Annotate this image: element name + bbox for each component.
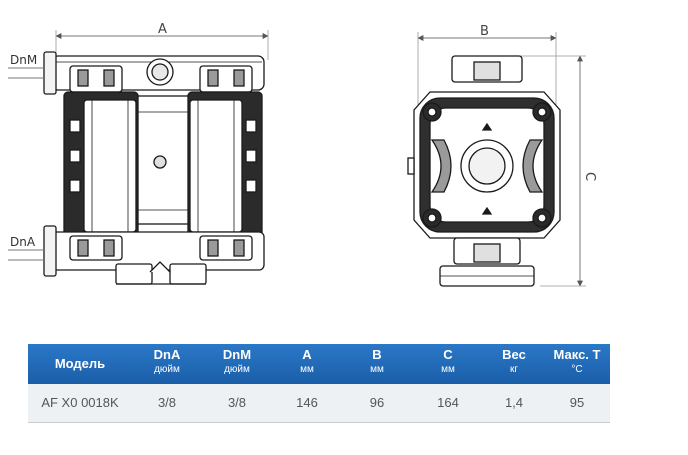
cell-max-temp: 95 [569, 395, 585, 410]
header-a-label: A [302, 347, 312, 362]
cell-dna: 3/8 [157, 395, 177, 410]
header-c: C мм [412, 347, 484, 376]
header-b-label: B [372, 347, 382, 362]
port-dna-marker: DnA [8, 235, 44, 261]
header-max-temp-unit: °C [571, 364, 583, 375]
dimension-b-label: B [480, 24, 489, 39]
header-model-label: Модель [54, 356, 106, 371]
table-row: AF X0 0018K 3/8 3/8 146 96 164 1,4 95 [28, 384, 610, 423]
header-a-unit: мм [300, 364, 314, 375]
header-a: A мм [272, 347, 342, 376]
header-dnm: DnM дюйм [202, 347, 272, 376]
dimension-a-label: A [158, 22, 167, 37]
header-weight-unit: кг [509, 364, 519, 375]
header-dna: DnA дюйм [132, 347, 202, 376]
header-dna-label: DnA [153, 347, 181, 362]
header-c-unit: мм [441, 364, 455, 375]
front-view [43, 30, 269, 285]
header-b: B мм [342, 347, 412, 376]
header-dnm-label: DnM [222, 347, 252, 362]
cell-a: 146 [296, 395, 318, 410]
cell-b: 96 [369, 395, 385, 410]
technical-drawing: DnM DnA A [8, 22, 597, 287]
header-weight: Вес кг [484, 347, 544, 376]
dimension-c-label: C [582, 172, 597, 181]
header-c-label: C [443, 347, 453, 362]
header-max-temp: Макс. T °C [544, 347, 610, 376]
header-dnm-unit: дюйм [224, 364, 250, 375]
side-view [407, 32, 586, 287]
port-bottom-label: DnA [10, 235, 36, 249]
port-dnm-marker: DnM [8, 53, 44, 79]
table-header: Модель DnA дюйм DnM дюйм A мм B мм C мм … [28, 344, 610, 384]
cell-model: AF X0 0018K [41, 395, 119, 410]
cell-c: 164 [437, 395, 459, 410]
spec-table: Модель DnA дюйм DnM дюйм A мм B мм C мм … [28, 344, 610, 423]
header-b-unit: мм [370, 364, 384, 375]
header-dna-unit: дюйм [154, 364, 180, 375]
cell-weight: 1,4 [504, 395, 524, 410]
header-weight-label: Вес [502, 347, 526, 362]
header-model: Модель [28, 356, 132, 372]
header-max-temp-label: Макс. T [553, 347, 601, 362]
cell-dnm: 3/8 [227, 395, 247, 410]
port-top-label: DnM [10, 53, 37, 67]
